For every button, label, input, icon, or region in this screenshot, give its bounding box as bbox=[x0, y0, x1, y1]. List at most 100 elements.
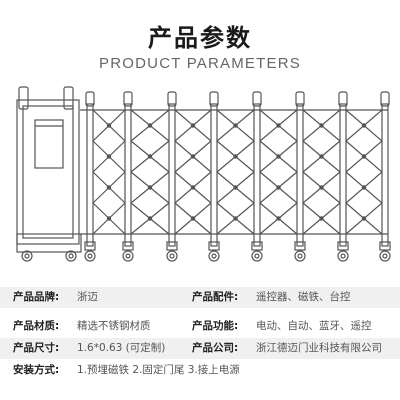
gate-post-foot bbox=[166, 241, 178, 251]
gate-post-foot bbox=[337, 241, 349, 251]
gate-lattice-pivot bbox=[276, 154, 281, 159]
gate-head-base bbox=[16, 233, 82, 253]
gate-post-wheel bbox=[122, 250, 134, 262]
gate-post-foot bbox=[208, 241, 220, 251]
gate-head-body bbox=[16, 99, 80, 245]
page-title: 产品参数 bbox=[148, 24, 252, 52]
accessories-label: 产品配件: bbox=[192, 291, 239, 303]
gate-lattice-pivot bbox=[361, 123, 367, 128]
gate-post bbox=[296, 103, 304, 247]
gate-post-cap bbox=[380, 91, 390, 107]
spec-row-size: 产品尺寸: 1.6*0.63 (可定制) 产品公司: 浙江德迈门业科技有限公司 bbox=[0, 338, 400, 359]
gate-post-wheel-hub bbox=[297, 253, 303, 259]
spec-row-brand: 产品品牌: 浙迈 产品配件: 遥控器、磁铁、台控 bbox=[0, 287, 400, 308]
function-label: 产品功能: bbox=[192, 320, 239, 332]
gate-lattice-pivot bbox=[276, 123, 281, 128]
gate-lattice-pivot bbox=[276, 185, 281, 190]
gate-lattice-pivot bbox=[147, 216, 153, 221]
size-value: 1.6*0.63 (可定制) bbox=[77, 342, 166, 354]
gate-post-wheel bbox=[379, 250, 391, 262]
gate-post-cap bbox=[338, 91, 348, 107]
gate-lattice-pivot bbox=[233, 154, 238, 159]
gate-lattice-pivot bbox=[106, 154, 112, 159]
gate-lattice-pivot bbox=[106, 123, 112, 128]
gate-lattice-pivot bbox=[319, 123, 324, 128]
gate-head-post-cap-left bbox=[18, 86, 29, 110]
gate-post-cap bbox=[209, 91, 219, 107]
gate-post-wheel-hub bbox=[211, 253, 217, 259]
gate-post-foot bbox=[294, 241, 306, 251]
gate-lattice-pivot bbox=[190, 185, 196, 190]
gate-lattice-pivot bbox=[361, 216, 367, 221]
page-subtitle: PRODUCT PARAMETERS bbox=[99, 55, 301, 72]
gate-post-cap bbox=[167, 91, 177, 107]
gate-post-wheel-hub bbox=[382, 253, 388, 259]
spec-row-material: 产品材质: 精选不锈钢材质 产品功能: 电动、自动、蓝牙、遥控 bbox=[0, 316, 400, 337]
spec-table: 产品品牌: 浙迈 产品配件: 遥控器、磁铁、台控 产品材质: 精选不锈钢材质 产… bbox=[0, 287, 400, 400]
gate-lattice-pivot bbox=[276, 216, 281, 221]
gate-post-foot bbox=[379, 241, 391, 251]
retractable-gate-diagram bbox=[16, 86, 391, 262]
gate-head-wheel-hub bbox=[24, 253, 30, 259]
gate-post-foot bbox=[251, 241, 263, 251]
gate-post-foot bbox=[84, 241, 96, 251]
gate-post bbox=[253, 103, 261, 247]
gate-post-wheel bbox=[337, 250, 349, 262]
gate-post-wheel bbox=[208, 250, 220, 262]
accessories-value: 遥控器、磁铁、台控 bbox=[256, 291, 351, 303]
gate-lattice-pivot bbox=[147, 154, 153, 159]
gate-post bbox=[381, 103, 389, 247]
gate-lattice-pivot bbox=[106, 216, 112, 221]
gate-head-window bbox=[34, 119, 64, 169]
gate-post bbox=[210, 103, 218, 247]
gate-post-wheel-hub bbox=[169, 253, 175, 259]
gate-lattice-pivot bbox=[361, 185, 367, 190]
brand-label: 产品品牌: bbox=[13, 291, 60, 303]
gate-lattice-pivot bbox=[361, 154, 367, 159]
gate-lattice-pivot bbox=[319, 216, 324, 221]
gate-post bbox=[124, 103, 132, 247]
company-label: 产品公司: bbox=[192, 342, 239, 354]
gate-post-wheel bbox=[294, 250, 306, 262]
gate-post-cap bbox=[295, 91, 305, 107]
gate-head-wheel bbox=[21, 250, 33, 262]
gate-post bbox=[168, 103, 176, 247]
gate-head-wheel bbox=[65, 250, 77, 262]
gate-head-inner-frame bbox=[22, 105, 74, 239]
gate-post-wheel-hub bbox=[87, 253, 93, 259]
gate-lattice-pivot bbox=[190, 154, 196, 159]
gate-lattice-pivot bbox=[233, 185, 238, 190]
gate-post-wheel-hub bbox=[340, 253, 346, 259]
gate-lattice-pivot bbox=[147, 123, 153, 128]
gate-post bbox=[86, 103, 94, 247]
material-value: 精选不锈钢材质 bbox=[77, 320, 151, 332]
gate-lattice-pivot bbox=[190, 123, 196, 128]
gate-post bbox=[339, 103, 347, 247]
gate-lattice-pivot bbox=[147, 185, 153, 190]
gate-post-cap bbox=[123, 91, 133, 107]
gate-lattice-pivot bbox=[106, 185, 112, 190]
function-value: 电动、自动、蓝牙、遥控 bbox=[256, 320, 372, 332]
gate-lattice-pivot bbox=[319, 185, 324, 190]
gate-head-post-cap-right bbox=[63, 86, 74, 110]
installation-value: 1.预埋磁铁 2.固定门尾 3.接上电源 bbox=[77, 364, 240, 376]
size-label: 产品尺寸: bbox=[13, 342, 60, 354]
gate-lattice-pivot bbox=[319, 154, 324, 159]
company-value: 浙江德迈门业科技有限公司 bbox=[256, 342, 382, 354]
brand-value: 浙迈 bbox=[77, 291, 98, 303]
gate-post-wheel-hub bbox=[125, 253, 131, 259]
gate-lattice-pivot bbox=[190, 216, 196, 221]
gate-post-cap bbox=[252, 91, 262, 107]
installation-label: 安装方式: bbox=[13, 364, 60, 376]
gate-post-wheel bbox=[251, 250, 263, 262]
gate-head-wheel-hub bbox=[68, 253, 74, 259]
gate-lattice-pivot bbox=[233, 216, 238, 221]
gate-post-cap bbox=[85, 91, 95, 107]
gate-post-wheel-hub bbox=[254, 253, 260, 259]
spec-row-installation: 安装方式: 1.预埋磁铁 2.固定门尾 3.接上电源 bbox=[0, 360, 400, 381]
gate-post-wheel bbox=[166, 250, 178, 262]
gate-post-wheel bbox=[84, 250, 96, 262]
gate-lattice-pivot bbox=[233, 123, 238, 128]
gate-post-foot bbox=[122, 241, 134, 251]
material-label: 产品材质: bbox=[13, 320, 60, 332]
